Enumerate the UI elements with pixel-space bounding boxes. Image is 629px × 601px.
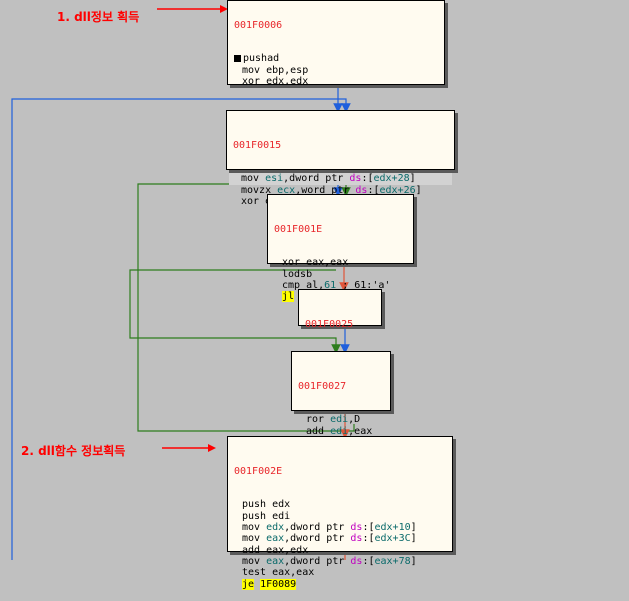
instruction-token: ] bbox=[409, 173, 416, 185]
instruction-token: 61 bbox=[324, 280, 337, 292]
instruction-token: ] bbox=[410, 533, 417, 545]
block-address: 001F0006 bbox=[234, 19, 283, 31]
block-address: 001F001E bbox=[274, 223, 323, 235]
instruction-token: eax+78 bbox=[374, 555, 411, 567]
instruction-token: ,dword ptr bbox=[284, 522, 351, 534]
instruction-token: :[ bbox=[362, 522, 375, 534]
instruction-line[interactable]: je 1F0089 bbox=[234, 578, 446, 590]
instruction-token: je bbox=[242, 578, 255, 590]
instruction-line[interactable]: mov eax,dword ptr ds:[eax+78] bbox=[234, 556, 446, 567]
instruction-line[interactable]: movzx ecx,word ptr ds:[edx+26] bbox=[233, 185, 448, 196]
entry-point-marker-icon bbox=[234, 55, 241, 63]
annotation-arrow-1 bbox=[157, 5, 228, 13]
instruction-token: lodsb bbox=[282, 268, 313, 280]
instruction-token: edi bbox=[330, 425, 349, 437]
flow-graph-edges bbox=[11, 5, 355, 560]
instruction-token: ds bbox=[350, 533, 363, 545]
instruction-line[interactable]: test eax,eax bbox=[234, 567, 446, 578]
instruction-token: ds bbox=[350, 555, 363, 567]
instruction-token: mov bbox=[242, 522, 267, 534]
instruction-token: movzx bbox=[241, 184, 278, 196]
instruction-line[interactable]: pushad bbox=[234, 53, 438, 64]
instruction-line[interactable]: xor edx,edx bbox=[234, 76, 438, 85]
instruction-token: mov bbox=[242, 555, 267, 567]
instruction-token: ,dword ptr bbox=[284, 533, 351, 545]
instruction-line[interactable]: push edx bbox=[234, 499, 446, 510]
instruction-token: ecx bbox=[277, 184, 296, 196]
instruction-line[interactable]: cmp al,61 ; 61:'a' bbox=[274, 280, 407, 291]
annotation-arrow-2 bbox=[162, 444, 216, 452]
edge-true-1 bbox=[129, 269, 341, 354]
instruction-token: cmp al, bbox=[282, 280, 325, 292]
instruction-token: add eax,edx bbox=[242, 544, 309, 556]
instruction-token: edx bbox=[266, 522, 285, 534]
block-address: 001F0027 bbox=[298, 380, 347, 392]
block-address: 001F0025 bbox=[305, 318, 354, 330]
instruction-token: :[ bbox=[361, 173, 374, 185]
code-block-001F0015[interactable]: 001F0015 mov esi,dword ptr ds:[edx+28]mo… bbox=[226, 110, 455, 207]
instruction-token: eax bbox=[266, 533, 285, 545]
instruction-token: :[ bbox=[362, 533, 375, 545]
code-block-001F0025[interactable]: 001F0025 sub al,20 bbox=[298, 289, 382, 363]
instruction-token: ror bbox=[306, 414, 331, 426]
instruction-token: edx+26 bbox=[379, 184, 416, 196]
instruction-line[interactable]: add eax,edx bbox=[234, 545, 446, 556]
instruction-token: ] bbox=[415, 184, 422, 196]
instruction-token: ,dword ptr bbox=[284, 555, 351, 567]
instruction-token: ] bbox=[410, 522, 417, 534]
instruction-line[interactable]: lodsb bbox=[274, 269, 407, 280]
instruction-token: edx+3C bbox=[374, 533, 411, 545]
instruction-token: mov bbox=[241, 173, 266, 185]
instruction-token: xor eax,eax bbox=[282, 257, 349, 269]
instruction-token: :[ bbox=[367, 184, 380, 196]
instruction-line[interactable]: add edi,eax bbox=[298, 426, 384, 437]
edge-loop-green bbox=[137, 183, 355, 432]
instruction-token: mov ebp,esp bbox=[242, 64, 309, 76]
annotation-label-1: 1. dll정보 획득 bbox=[57, 10, 140, 24]
instruction-token: eax bbox=[266, 555, 285, 567]
instruction-token: xor edx,edx bbox=[242, 76, 309, 85]
instruction-token: ] bbox=[410, 555, 417, 567]
instruction-token: :[ bbox=[362, 555, 375, 567]
instruction-token: ds bbox=[350, 522, 363, 534]
instruction-token: push edi bbox=[242, 510, 291, 522]
instruction-line[interactable]: push edi bbox=[234, 511, 446, 522]
instruction-token: ds bbox=[355, 184, 368, 196]
instruction-line[interactable]: mov ebp,esp bbox=[234, 65, 438, 76]
annotation-label-2: 2. dll함수 정보획득 bbox=[21, 444, 126, 458]
instruction-token: test eax,eax bbox=[242, 567, 315, 579]
instruction-token: ds bbox=[349, 173, 362, 185]
instruction-token: 1F0089 bbox=[260, 578, 297, 590]
instruction-token: ; 61:'a' bbox=[336, 280, 391, 292]
instruction-token: ,eax bbox=[348, 425, 373, 437]
instruction-token: pushad bbox=[243, 53, 280, 65]
block-address: 001F0015 bbox=[233, 139, 282, 151]
instruction-token: jl bbox=[282, 291, 295, 303]
instruction-token: ,D bbox=[348, 414, 361, 426]
instruction-line[interactable]: mov eax,dword ptr ds:[edx+3C] bbox=[234, 533, 446, 544]
instruction-line[interactable]: mov edx,dword ptr ds:[edx+10] bbox=[234, 522, 446, 533]
instruction-token: edi bbox=[330, 414, 349, 426]
instruction-token: edx+28 bbox=[373, 173, 410, 185]
instruction-token: edx+10 bbox=[374, 522, 411, 534]
instruction-token: ,word ptr bbox=[295, 184, 356, 196]
instruction-token: ,dword ptr bbox=[283, 173, 350, 185]
instruction-line[interactable]: xor eax,eax bbox=[274, 257, 407, 268]
instruction-token: mov bbox=[242, 533, 267, 545]
instruction-token: esi bbox=[265, 173, 284, 185]
instruction-token: add bbox=[306, 425, 331, 437]
instruction-token: push edx bbox=[242, 499, 291, 511]
instruction-line[interactable]: mov esi,dword ptr ds:[edx+28] bbox=[229, 173, 452, 185]
block-address: 001F002E bbox=[234, 465, 283, 477]
edge-back-blue bbox=[11, 98, 351, 560]
instruction-line[interactable]: ror edi,D bbox=[298, 414, 384, 425]
